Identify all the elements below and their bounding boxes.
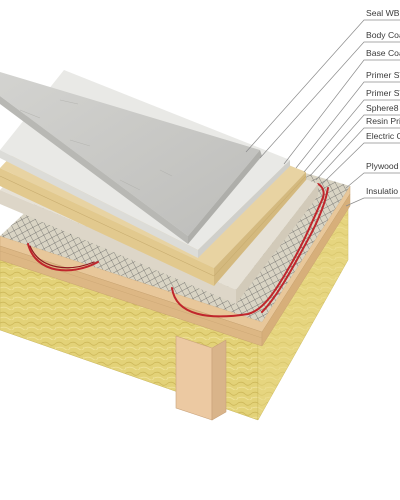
label-insulation: Insulatio [366, 186, 398, 196]
concrete-topping [0, 72, 262, 244]
label-sphere: Sphere8 [366, 103, 399, 113]
leader-sphere [309, 114, 400, 177]
leader-insulation [345, 197, 400, 207]
leader-electric [321, 142, 400, 185]
label-resin-primer: Resin Prim [366, 116, 400, 126]
leader-body [259, 41, 400, 159]
label-primer-1: Primer ST [366, 70, 400, 80]
leader-primer2 [303, 99, 400, 173]
leader-lines [245, 19, 400, 207]
leader-plywood [345, 172, 400, 189]
label-primer-2: Primer ST [366, 88, 400, 98]
label-body-coat: Body Coa [366, 30, 400, 40]
layer-labels: Seal WB Ul Body Coa Base Coa Primer ST P… [366, 8, 400, 196]
label-base-coat: Base Coa [366, 48, 400, 58]
label-electric-cable: Electric C [366, 131, 400, 141]
label-plywood: Plywood [366, 161, 399, 171]
leader-resin [315, 127, 400, 181]
label-seal: Seal WB Ul [366, 8, 400, 18]
leader-base [283, 59, 400, 165]
heating-cable [27, 183, 329, 318]
timber-joist [175, 335, 227, 421]
leader-seal [245, 19, 400, 153]
leader-primer1 [295, 81, 400, 169]
